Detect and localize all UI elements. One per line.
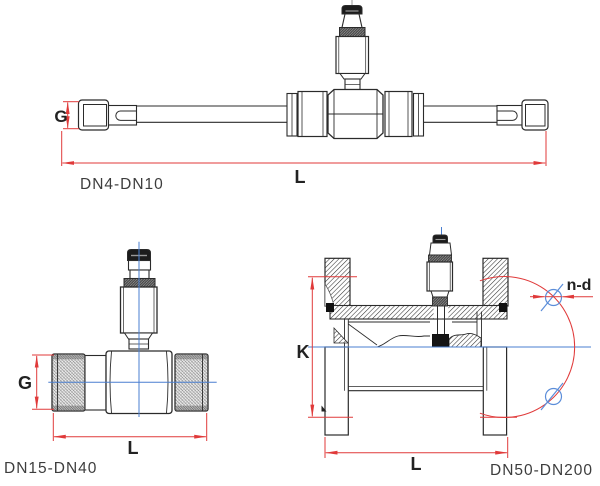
dim-label-g: G [18, 373, 32, 393]
bolt-hole-top [544, 288, 563, 307]
meter-body-dn50 [321, 257, 509, 436]
bolt-circle [479, 276, 576, 418]
sensor-dn4 [335, 5, 370, 91]
dim-label-l: L [411, 454, 422, 474]
dim-label-l: L [128, 438, 139, 458]
sensor-dn50 [426, 234, 454, 348]
bolt-hole-bottom [544, 387, 563, 406]
caption-dn50: DN50-DN200 [490, 462, 593, 479]
dim-l-dn4: L [61, 131, 547, 187]
meter-body-dn4 [77, 88, 549, 140]
dim-g-dn15: G [18, 354, 54, 410]
caption-dn4: DN4-DN10 [80, 176, 164, 193]
dim-l-dn50: L [324, 437, 509, 474]
drawing-dn50-dn200: K n-d L DN50-DN200 [297, 227, 593, 479]
dim-label-l: L [295, 167, 306, 187]
dim-label-k: K [297, 342, 310, 362]
dim-nd-dn50: n-d [530, 277, 593, 299]
dim-k-dn50: K [297, 276, 517, 418]
caption-dn15: DN15-DN40 [4, 460, 97, 477]
dim-g-dn4: G [54, 101, 79, 130]
dim-l-dn15: L [52, 413, 208, 458]
drawing-dn4-dn10: G L DN4-DN10 [54, 0, 549, 193]
dim-label-g: G [54, 107, 67, 126]
dim-label-nd: n-d [567, 277, 592, 294]
drawing-dn15-dn40: G L DN15-DN40 [4, 241, 217, 477]
